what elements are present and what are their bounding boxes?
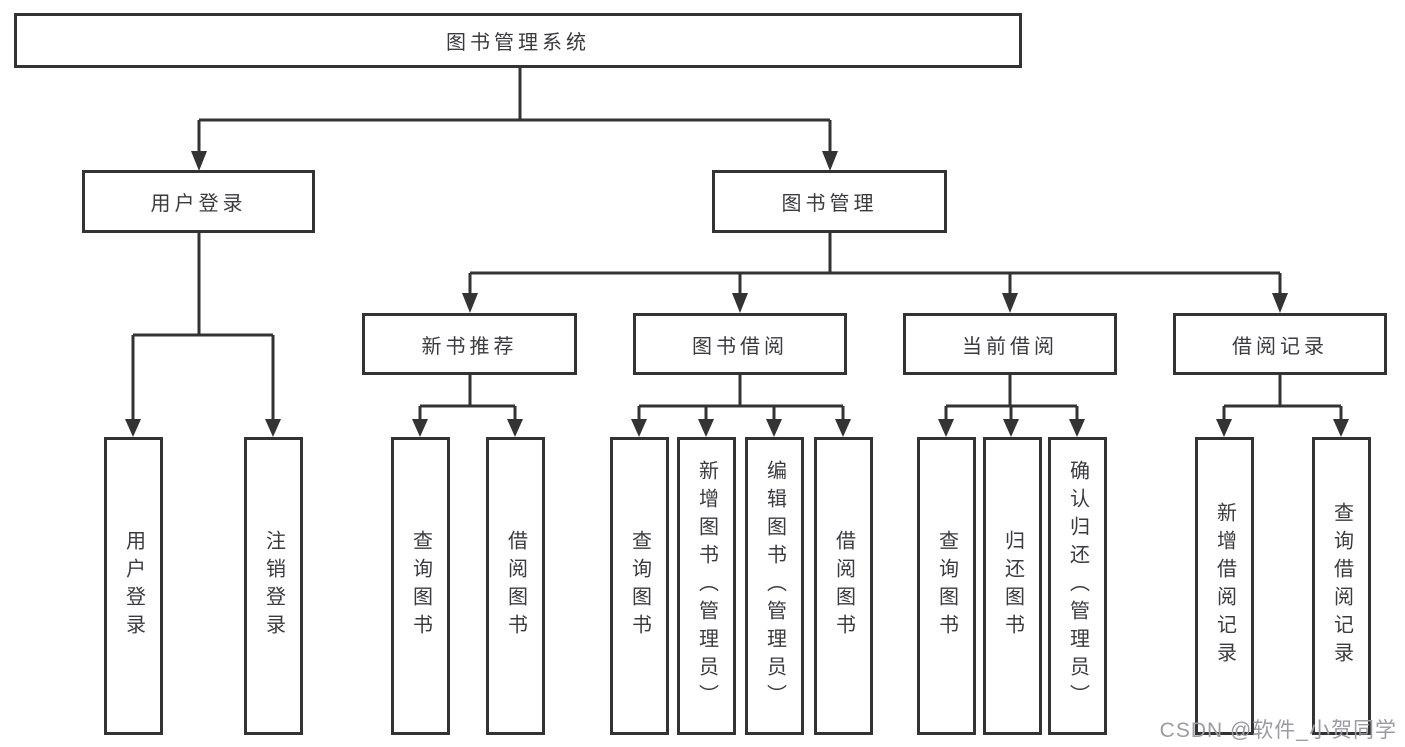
- leaf-recommend-borrow-books: 借阅图书: [486, 437, 545, 735]
- leaf-borrowing-query-books: 查询图书: [610, 437, 669, 735]
- node-book-management: 图书管理: [712, 170, 947, 233]
- leaf-borrowing-edit-books-admin: 编辑图书（管理员）: [745, 437, 804, 735]
- node-user-login: 用户登录: [82, 170, 315, 233]
- node-book-borrowing: 图书借阅: [633, 313, 847, 375]
- leaf-current-return-books: 归还图书: [983, 437, 1042, 735]
- leaf-recommend-query-books: 查询图书: [391, 437, 450, 735]
- leaf-current-confirm-return-admin: 确认归还（管理员）: [1048, 437, 1107, 735]
- leaf-query-borrow-record: 查询借阅记录: [1312, 437, 1371, 735]
- node-current-borrowing: 当前借阅: [903, 313, 1117, 375]
- node-new-book-recommend: 新书推荐: [362, 313, 577, 375]
- leaf-borrowing-add-books-admin: 新增图书（管理员）: [677, 437, 736, 735]
- node-borrowing-records: 借阅记录: [1173, 313, 1387, 375]
- leaf-borrowing-borrow-books: 借阅图书: [814, 437, 873, 735]
- leaf-user-login: 用户登录: [104, 437, 163, 735]
- leaf-add-borrow-record: 新增借阅记录: [1195, 437, 1254, 735]
- leaf-logout-login: 注销登录: [244, 437, 303, 735]
- node-library-management-system: 图书管理系统: [14, 13, 1022, 68]
- leaf-current-query-books: 查询图书: [917, 437, 976, 735]
- csdn-watermark: CSDN @软件_小贺同学: [1159, 719, 1397, 742]
